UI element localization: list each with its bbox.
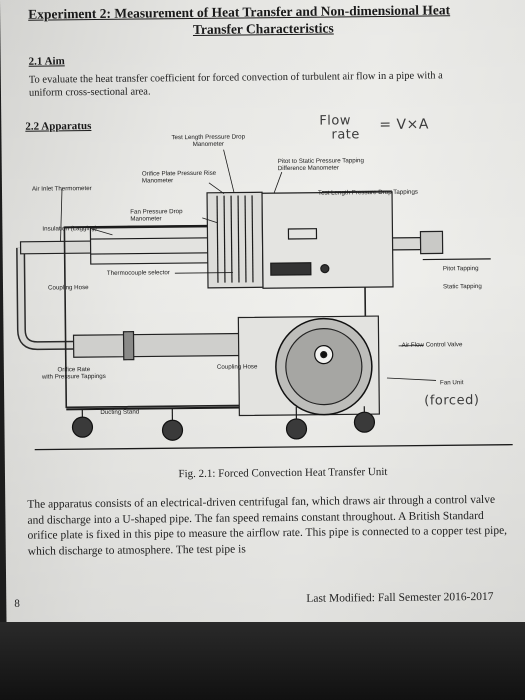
- label-test-length-manometer: Test Length Pressure Drop Manometer: [171, 133, 246, 148]
- label-orifice-rate: Orifice Rate with Pressure Tappings: [41, 366, 106, 381]
- desk-background: [0, 622, 525, 700]
- label-fan-unit: Fan Unit: [439, 379, 464, 387]
- label-air-flow-control-valve: Air Flow Control Valve: [401, 341, 463, 349]
- label-insulation: Insulation (Lagging): [42, 224, 97, 233]
- label-orifice-rise-manometer: Orifice Plate Pressure Rise Manometer: [141, 169, 217, 185]
- label-pitot-tapping: Pitot Tapping: [442, 265, 479, 273]
- body-paragraph: The apparatus consists of an electrical-…: [27, 493, 508, 558]
- apparatus-diagram: [16, 191, 443, 441]
- label-fan-pressure-manometer: Fan Pressure Drop Manometer: [130, 208, 183, 223]
- page-footer: Last Modified: Fall Semester 2016-2017: [306, 590, 494, 605]
- label-thermocouple-selector: Thermocouple selector: [106, 269, 170, 277]
- page-number: 8: [14, 597, 20, 610]
- label-test-length-tappings: Test Length Pressure Drop Tappings: [318, 188, 419, 197]
- label-ducting-stand: Ducting Stand: [100, 408, 140, 416]
- label-coupling-hose-mid: Coupling Hose: [216, 363, 258, 371]
- label-static-tapping: Static Tapping: [442, 282, 482, 291]
- label-air-inlet-thermometer: Air Inlet Thermometer: [31, 185, 92, 193]
- label-pitot-static-manometer: Pitot to Static Pressure Tapping Differe…: [277, 157, 364, 173]
- label-coupling-hose-left: Coupling Hose: [47, 284, 89, 292]
